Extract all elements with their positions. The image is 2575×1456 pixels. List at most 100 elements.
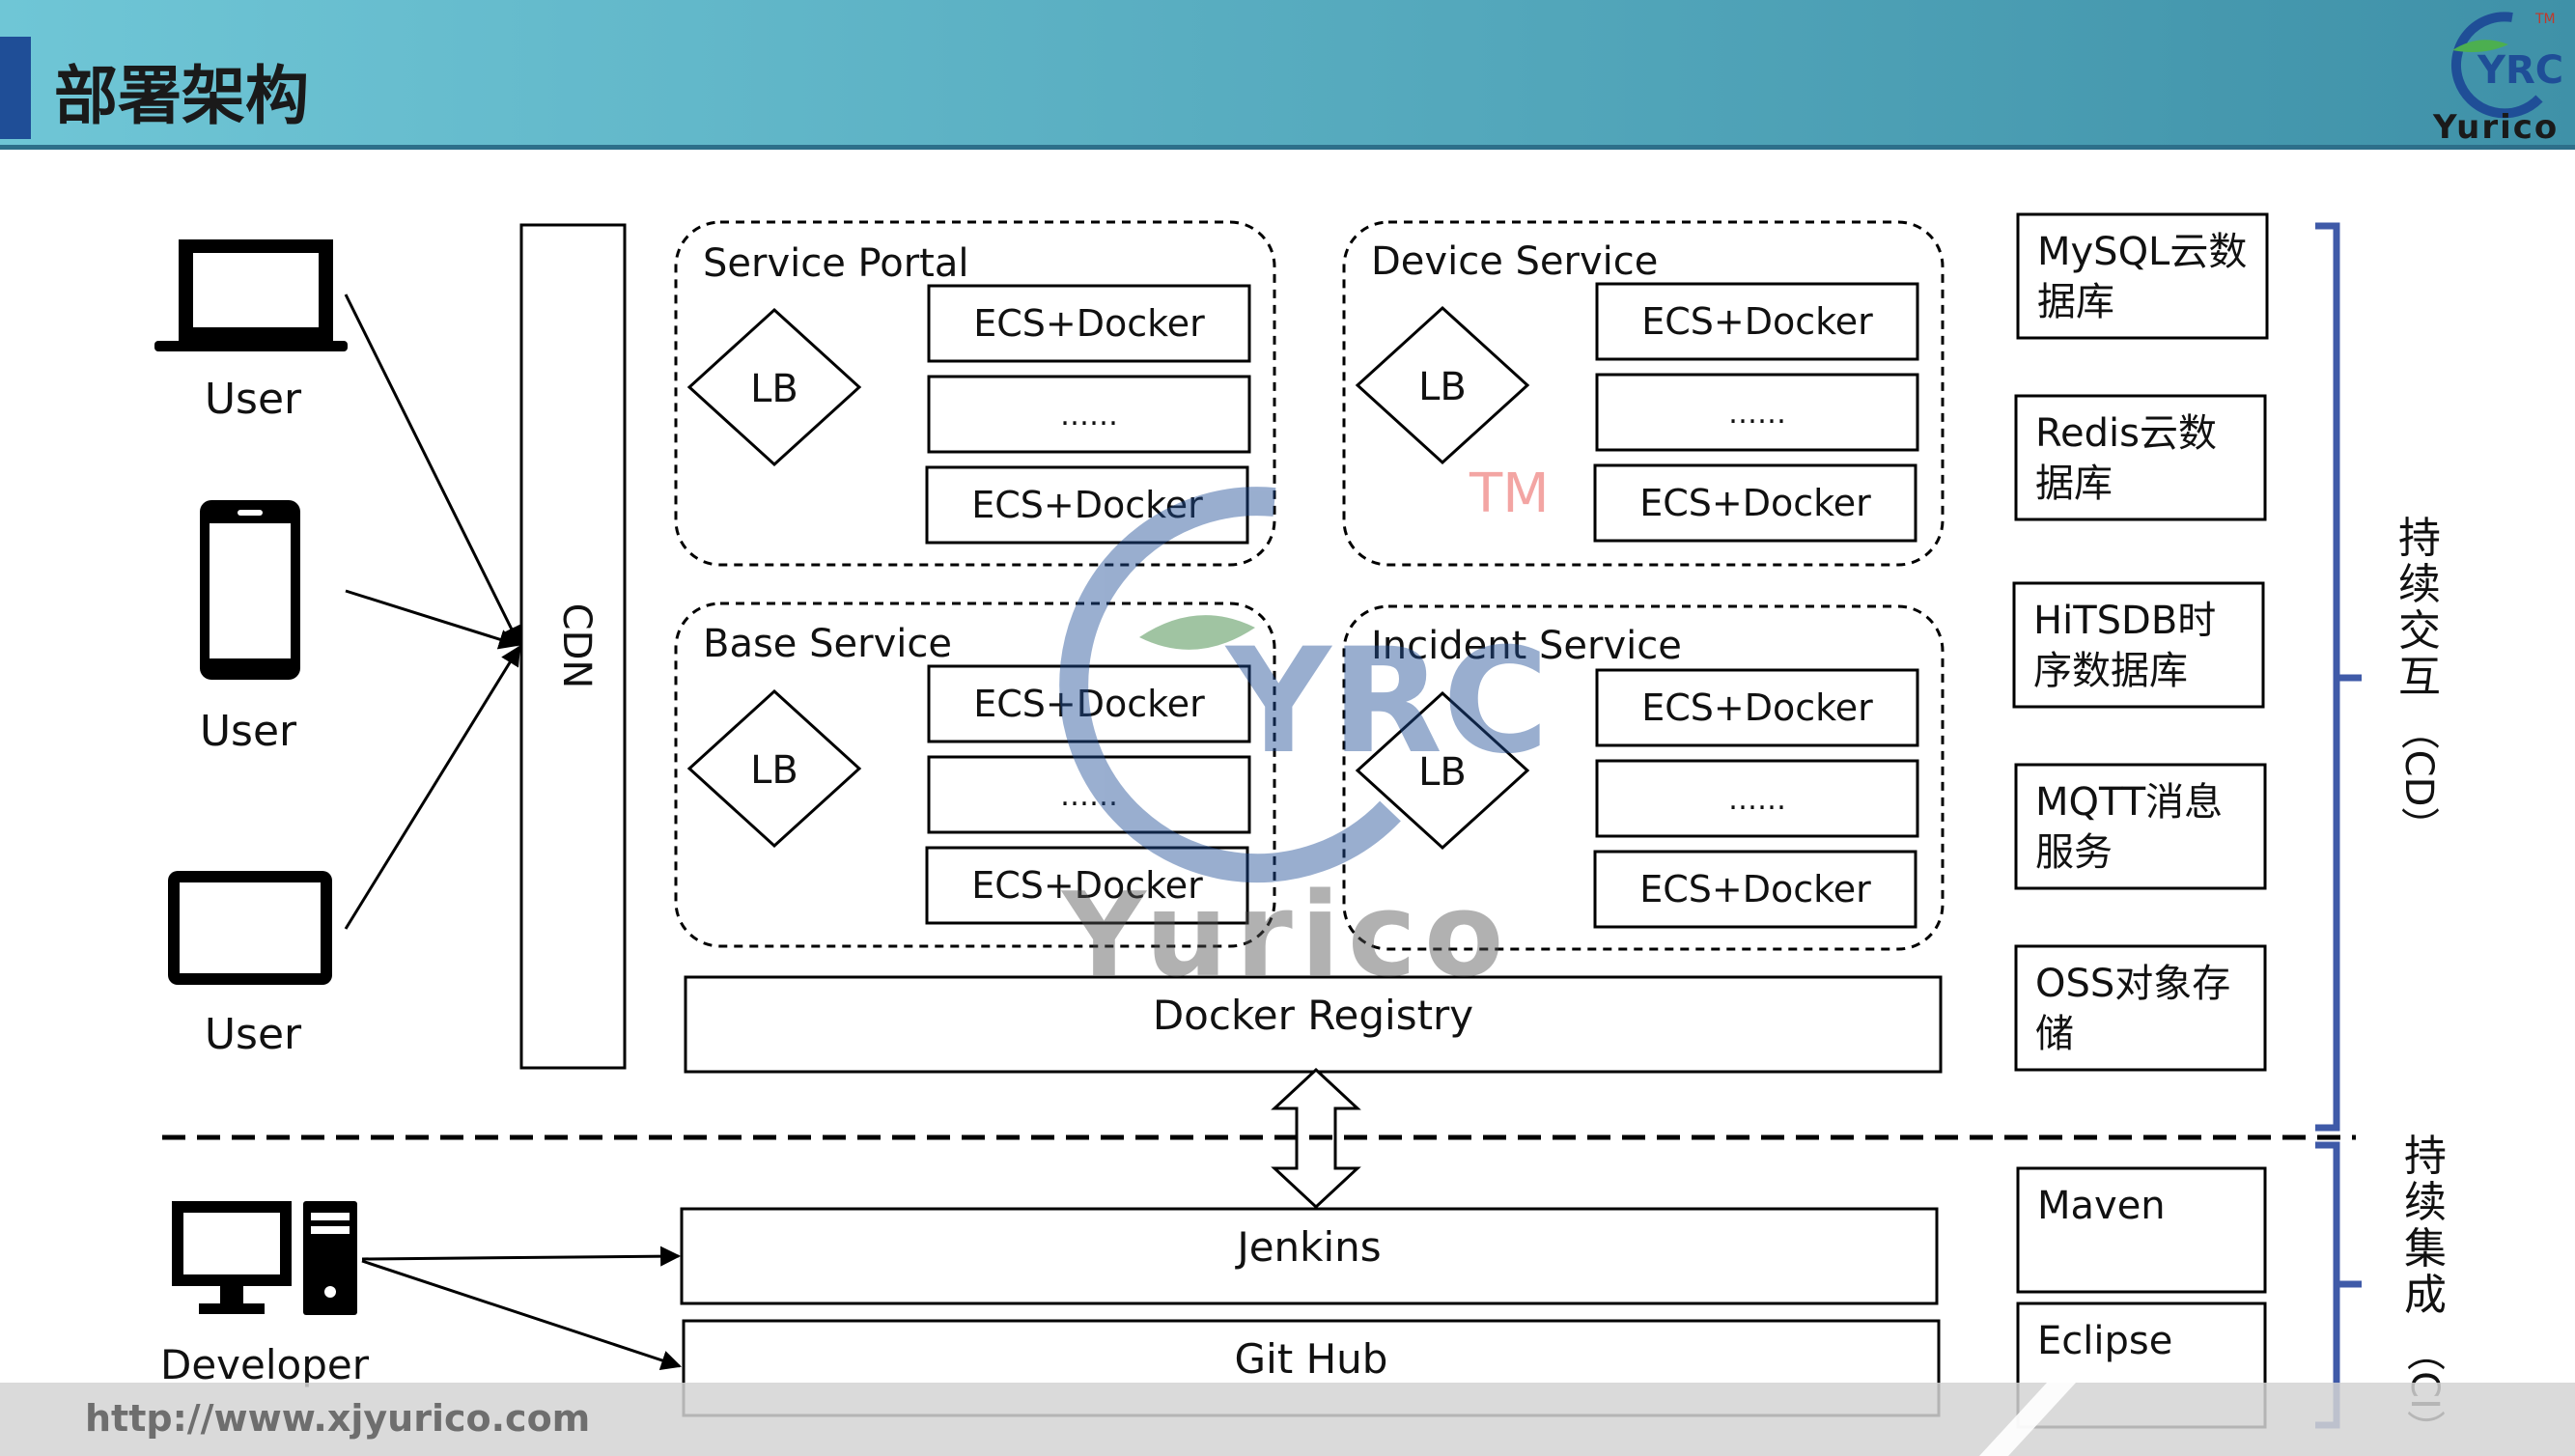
load-balancer-diamond (686, 688, 862, 849)
node-box (1595, 759, 1919, 838)
cloud-service-mqtt: MQTT消息 服务 (2014, 763, 2267, 890)
cloud-service-line2: 服务 (2035, 830, 2113, 875)
node-box (925, 465, 1249, 545)
cloud-service-oss: OSS对象存 储 (2014, 944, 2267, 1072)
side-label-char: 续 (2398, 560, 2441, 609)
cloud-service-line1: OSS对象存 (2035, 962, 2230, 1006)
cd-bracket (2315, 222, 2362, 1132)
footer-band (0, 1383, 2575, 1456)
header-bottom-border (0, 145, 2575, 150)
cdn-box: CDN (519, 223, 627, 1070)
arrow (344, 645, 521, 930)
node-label: …… (1728, 783, 1786, 817)
node-label: ECS+Docker (973, 302, 1205, 345)
cdn-label: CDN (554, 603, 599, 689)
cloud-service-line1: HiTSDB时 (2033, 599, 2216, 643)
footer-url: http://www.xjyurico.com (85, 1397, 590, 1440)
arrow (361, 1246, 682, 1267)
user-label: User (205, 375, 302, 424)
load-balancer-label: LB (750, 367, 798, 411)
developer-arrows (361, 1246, 682, 1371)
node-label: ECS+Docker (1641, 300, 1873, 343)
dev-tool-label: Maven (2037, 1184, 2166, 1228)
side-label-char: 互 (2398, 653, 2441, 702)
node-box (1595, 282, 1919, 361)
load-balancer-label: LB (1418, 365, 1467, 409)
cloud-service-line2: 据库 (2037, 280, 2114, 324)
footer-stripe (1979, 1383, 2076, 1456)
user-tablet: User (168, 871, 332, 1059)
ci-side-label: 持 续 集 成 （CI） (2402, 1132, 2447, 1448)
docker-registry-box: Docker Registry (684, 975, 1943, 1074)
side-label-abbrev: （CD） (2396, 712, 2441, 846)
side-label-char: 持 (2404, 1132, 2447, 1181)
load-balancer-label: LB (750, 748, 798, 793)
dev-tool-label: Eclipse (2037, 1319, 2172, 1363)
watermark: YRC TM Yurico (1059, 462, 1550, 1003)
node-box (1593, 463, 1917, 543)
developer: Developer (160, 1201, 370, 1388)
watermark-tm: TM (1469, 462, 1550, 525)
desktop-computer-icon (172, 1201, 357, 1315)
arrow (345, 589, 520, 650)
watermark-logo: YRC (1224, 618, 1549, 786)
logo-leaf-icon (2452, 40, 2508, 52)
logo-tm: TM (2534, 12, 2556, 27)
user-label: User (200, 707, 297, 756)
docker-registry-label: Docker Registry (1153, 992, 1473, 1039)
cloud-service-line2: 据库 (2035, 462, 2113, 506)
service-group-title: Base Service (703, 622, 952, 666)
node-box (925, 846, 1249, 925)
side-label-char: 集 (2404, 1224, 2447, 1274)
node-box (927, 284, 1251, 363)
service-group-title: Device Service (1371, 239, 1658, 284)
arrow (344, 294, 521, 647)
load-balancer-diamond (1355, 305, 1530, 465)
service-group-border (1342, 220, 1945, 567)
node-label: ECS+Docker (971, 864, 1203, 907)
side-label-char: 成 (2404, 1271, 2447, 1320)
node-label: …… (1060, 779, 1118, 813)
side-label-char: 持 (2398, 514, 2441, 563)
brand-logo: YRC TM Yurico (2432, 12, 2563, 147)
cd-side-label: 持 续 交 互 （CD） (2396, 514, 2441, 845)
cloud-service-line1: MQTT消息 (2035, 780, 2223, 825)
node-label: …… (1728, 397, 1786, 431)
watermark-text: Yurico (1060, 869, 1511, 1003)
service-group-border (674, 602, 1276, 948)
user-laptop: User (154, 239, 348, 424)
service-group-border (674, 220, 1276, 567)
developer-label: Developer (160, 1341, 370, 1388)
user-to-cdn-arrows (344, 294, 521, 930)
load-balancer-diamond (686, 307, 862, 467)
service-group-title: Incident Service (1371, 624, 1682, 668)
cloud-service-line2: 序数据库 (2033, 649, 2188, 693)
cloud-service-line2: 储 (2035, 1012, 2074, 1056)
node-label: ECS+Docker (971, 484, 1203, 526)
github-label: Git Hub (1235, 1335, 1388, 1383)
jenkins-box: Jenkins (680, 1207, 1939, 1305)
header: 部署架构 YRC TM Yurico (0, 0, 2575, 150)
service-group-service-portal: Service Portal LB ECS+Docker …… ECS+Dock… (674, 220, 1276, 567)
dev-tool-maven: Maven (2016, 1166, 2267, 1294)
cloud-service-redis: Redis云数 据库 (2014, 394, 2267, 521)
node-label: ECS+Docker (1639, 868, 1871, 910)
arrow (361, 1259, 682, 1371)
tablet-icon (168, 871, 332, 985)
service-group-device-service: Device Service LB ECS+Docker …… ECS+Dock… (1342, 220, 1945, 567)
node-box (927, 664, 1251, 743)
node-box (1595, 668, 1919, 747)
node-label: ECS+Docker (973, 683, 1205, 725)
node-box (1595, 373, 1919, 452)
watermark-arc-icon (1059, 487, 1401, 883)
cloud-service-line1: Redis云数 (2035, 411, 2217, 456)
load-balancer-diamond (1355, 690, 1530, 851)
header-band (0, 0, 2575, 145)
side-label-char: 交 (2398, 606, 2441, 656)
page-title: 部署架构 (54, 59, 309, 133)
logo-text: YRC (2477, 48, 2563, 93)
node-label: ECS+Docker (1641, 686, 1873, 729)
cloud-service-line1: MySQL云数 (2037, 230, 2247, 274)
logo-arc-icon (2450, 12, 2543, 119)
